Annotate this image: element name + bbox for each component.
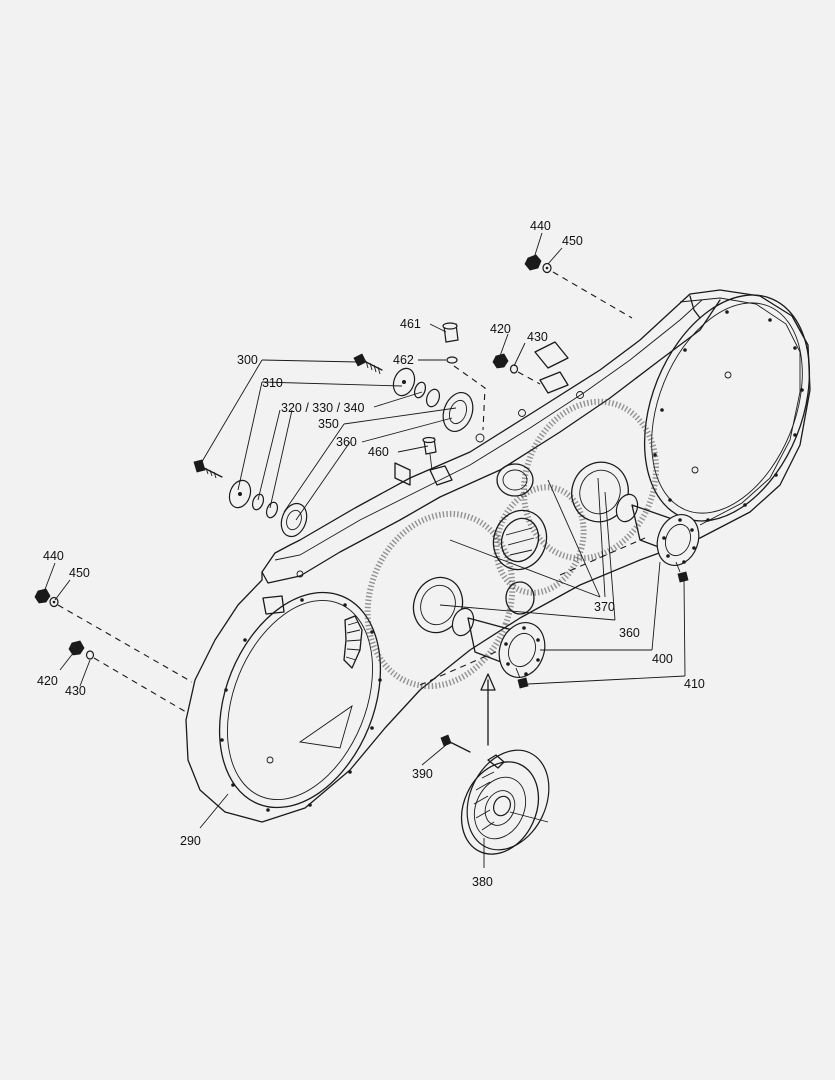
callout-labels: 440 450 461 420 430 462 300 310 320 / 33… [37,219,705,889]
alignment-line-420-upper [517,371,541,385]
bolt-300-left [193,459,223,479]
callout-430-upper: 430 [527,330,548,344]
assembly-arrow [480,673,496,746]
bolt-410-upper [675,561,689,583]
callout-350: 350 [318,417,339,431]
flange-310-left [228,479,252,509]
shaft-assembly-lower [451,607,546,678]
shims-320-330-340 [413,381,441,408]
nut-420-left [68,640,85,656]
gear-housing-290 [185,289,811,823]
flange-bolt-holes [220,310,804,812]
shaft-assembly-upper [615,493,700,566]
callout-310: 310 [262,376,283,390]
alignment-line-left-upper [57,604,193,683]
callout-440-upper: 440 [530,219,551,233]
callout-440-left: 440 [43,549,64,563]
bolt-390 [440,734,471,753]
callout-410: 410 [684,677,705,691]
callout-390: 390 [412,767,433,781]
callout-450-upper: 450 [562,234,583,248]
washer-450-left [49,596,59,608]
nut-420-upper [492,353,509,369]
washer-450-upper [542,262,552,274]
bearing-360-left [280,502,308,538]
bearing-350-360-upper [442,392,474,432]
nut-440-left [34,588,51,604]
shims-left [251,493,279,519]
hidden-gears [364,398,660,690]
callout-290: 290 [180,834,201,848]
pulley-380 [460,749,550,855]
callout-460: 460 [368,445,389,459]
bolt-300 [353,353,383,375]
callout-360-upper: 360 [336,435,357,449]
washer-430-upper [509,364,519,374]
callout-400: 400 [652,652,673,666]
callout-360-lower: 360 [619,626,640,640]
seal-ring-462 [446,356,458,364]
callout-450-left: 450 [69,566,90,580]
callout-380: 380 [472,875,493,889]
callout-420-left: 420 [37,674,58,688]
alignment-line-shaft-lower [419,649,501,686]
alignment-line-461 [453,365,486,431]
callout-300: 300 [237,353,258,367]
callout-461: 461 [400,317,421,331]
bolt-410-lower [515,667,529,689]
plug-460 [422,436,437,471]
flange-310 [392,367,416,397]
plug-461 [442,322,459,343]
nut-440-upper [524,254,542,271]
leader-lines [43,232,686,868]
callout-430-left: 430 [65,684,86,698]
alignment-line-left-lower [93,657,187,713]
washer-430-left [85,650,95,660]
callout-370: 370 [594,600,615,614]
alignment-line-upper [552,271,633,319]
callout-320-330-340: 320 / 330 / 340 [281,401,364,415]
callout-420-upper: 420 [490,322,511,336]
callout-462: 462 [393,353,414,367]
